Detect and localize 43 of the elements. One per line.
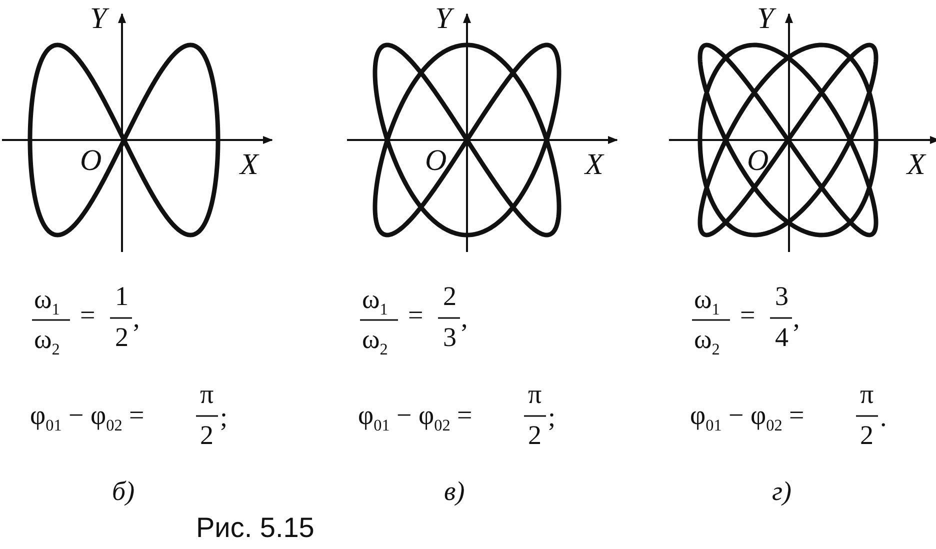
formula-text: φ$_{01}$ − φ$_{02}$ =: [358, 402, 472, 434]
formula-numerator: 2: [443, 283, 456, 310]
formula-numerator: ω$_{1}$: [34, 286, 60, 318]
origin-label: O: [747, 146, 769, 176]
axis-label: Y: [435, 4, 452, 34]
panel-letter: в): [444, 478, 465, 505]
punctuation: ;: [220, 404, 228, 431]
axis-label: X: [907, 150, 926, 180]
punctuation: ;: [548, 404, 556, 431]
formula-numerator: 1: [115, 283, 128, 310]
panel-letter: г): [772, 478, 792, 505]
formula-denominator: 2: [860, 422, 874, 449]
punctuation: ,: [793, 305, 800, 332]
figure-caption: Рис. 5.15: [196, 514, 314, 542]
formula-numerator: ω$_{1}$: [362, 286, 388, 318]
origin-label: O: [80, 146, 102, 176]
formula-denominator: 2: [115, 324, 128, 351]
formula-denominator: ω$_{2}$: [694, 326, 720, 358]
axis-label: Y: [757, 4, 774, 34]
formula-denominator: 2: [200, 422, 214, 449]
formula-denominator: 3: [443, 324, 456, 351]
formula-text: φ$_{01}$ − φ$_{02}$ =: [690, 402, 804, 434]
panel-letter: б): [112, 478, 135, 505]
formula-numerator: π: [528, 381, 542, 408]
formula-numerator: π: [200, 381, 214, 408]
equals-sign: =: [408, 302, 424, 329]
punctuation: ,: [133, 305, 140, 332]
formula-numerator: ω$_{1}$: [694, 286, 720, 318]
punctuation: .: [880, 404, 887, 431]
axis-label: X: [585, 150, 604, 180]
formula-denominator: 2: [528, 422, 542, 449]
formula-numerator: π: [860, 381, 874, 408]
formula-denominator: ω$_{2}$: [362, 326, 388, 358]
punctuation: ,: [461, 305, 468, 332]
origin-label: O: [425, 146, 447, 176]
formula-denominator: 4: [775, 324, 788, 351]
formula-text: φ$_{01}$ − φ$_{02}$ =: [30, 402, 144, 434]
formula-denominator: ω$_{2}$: [34, 326, 60, 358]
equals-sign: =: [80, 302, 96, 329]
equals-sign: =: [740, 302, 756, 329]
axis-label: X: [240, 150, 258, 180]
axis-label: Y: [90, 4, 107, 34]
formula-numerator: 3: [775, 283, 788, 310]
